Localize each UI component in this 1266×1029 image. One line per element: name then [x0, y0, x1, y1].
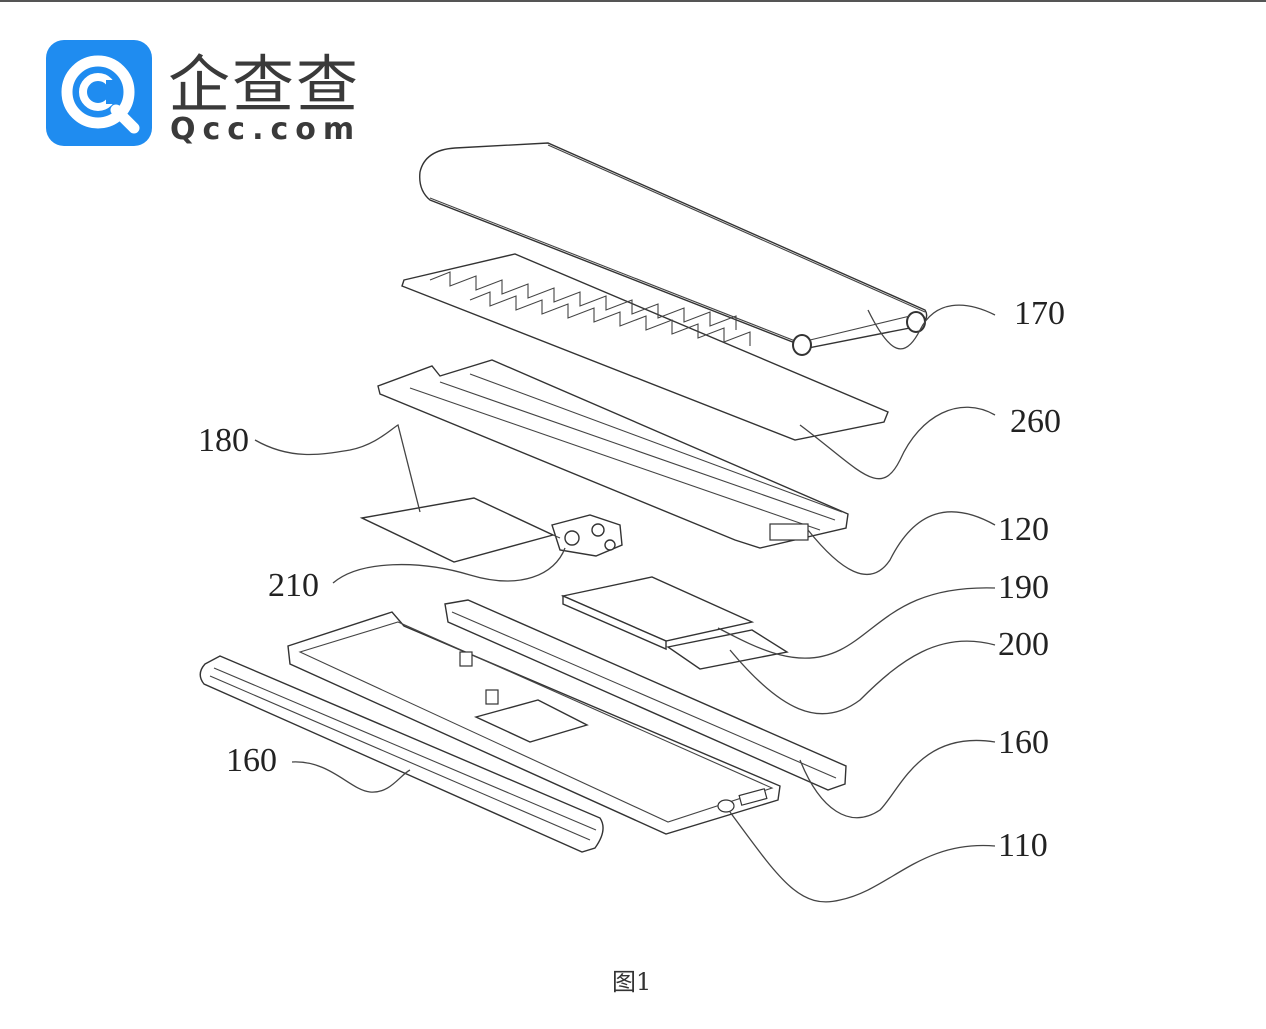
part-160-right-rail: [444, 599, 847, 791]
logo-english-name: Qcc.com: [170, 112, 362, 147]
part-200-sheet: [666, 629, 789, 670]
label-200: 200: [998, 626, 1049, 663]
label-160-left: 160: [226, 742, 277, 779]
qcc-logo-icon: [46, 40, 152, 146]
part-160-left-bar: [199, 655, 604, 853]
label-190: 190: [998, 569, 1049, 606]
label-120: 120: [998, 511, 1049, 548]
label-210: 210: [268, 567, 319, 604]
label-170: 170: [1014, 295, 1065, 332]
top-border-line: [0, 0, 1266, 2]
part-110-base-tray: [287, 611, 781, 835]
logo-chinese-name: 企查查: [168, 48, 361, 121]
part-170-cover: [419, 142, 928, 356]
label-110: 110: [998, 827, 1048, 864]
figure-caption: 图1: [612, 968, 652, 996]
part-190-block: [560, 576, 755, 651]
part-120-rail-frame: [377, 359, 849, 549]
label-260: 260: [1010, 403, 1061, 440]
label-180: 180: [198, 422, 249, 459]
leader-lines: [254, 304, 996, 903]
part-180-board: [359, 497, 556, 563]
label-160-right: 160: [998, 724, 1049, 761]
qcc-logo: 企查查 Qcc.com: [46, 38, 366, 148]
part-210-mechanism: [551, 514, 623, 557]
part-260-serpentine-plate: [401, 253, 889, 441]
